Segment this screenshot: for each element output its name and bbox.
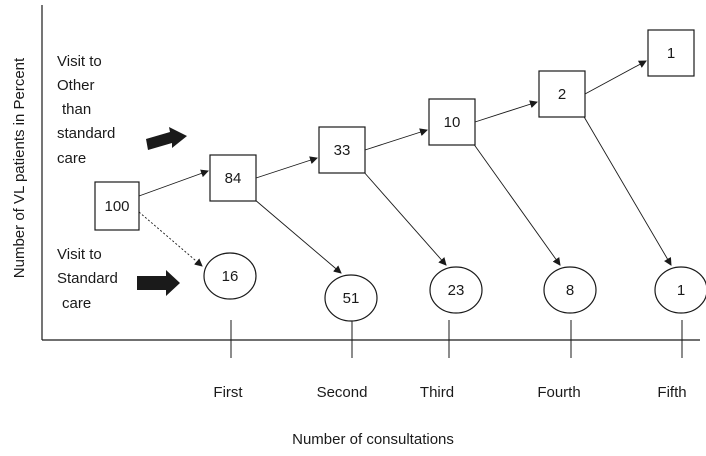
legend-other-line-5: care (57, 150, 86, 167)
legend-other-line-1: Visit to (57, 53, 102, 70)
arrow-start-to-standard-1 (138, 211, 203, 267)
standard-care-node-3-value: 23 (448, 282, 465, 299)
other-care-node-4-box (538, 70, 586, 118)
other-care-node-1-value: 84 (225, 170, 242, 187)
legend-standard-care: Visit to Standard care (57, 246, 180, 312)
legend-other-line-4: standard (57, 125, 115, 142)
other-care-node-5-box (647, 29, 695, 77)
arrow-start-to-other-1 (138, 169, 209, 197)
stage-label-3: Third (420, 384, 454, 401)
connector-arrows (138, 60, 672, 274)
y-axis-label: Number of VL patients in Percent (11, 57, 28, 278)
stage-label-5: Fifth (657, 384, 686, 401)
other-care-node-3-value: 10 (444, 114, 461, 131)
other-care-node-4-value: 2 (558, 86, 566, 103)
other-care-node-3-box (428, 98, 476, 146)
other-care-node-5-value: 1 (667, 45, 675, 62)
stage-label-1: First (213, 384, 243, 401)
start-node-box (94, 181, 140, 231)
legend-standard-arrow-icon (137, 270, 180, 296)
x-axis-label: Number of consultations (292, 431, 454, 448)
legend-other-line-2: Other (57, 77, 95, 94)
standard-care-node-1-value: 16 (222, 268, 239, 285)
legend-standard-line-1: Visit to (57, 246, 102, 263)
other-care-node-2-value: 33 (334, 142, 351, 159)
nodes: 100 84 33 10 2 1 16 51 23 8 1 (94, 29, 706, 322)
legend-other-arrow-icon (146, 127, 187, 150)
standard-care-node-3-circle (429, 266, 483, 314)
standard-care-node-5-value: 1 (677, 282, 685, 299)
arrow-other-1-to-other-2 (255, 156, 318, 179)
arrow-other-4-to-other-5 (584, 60, 647, 95)
standard-care-node-4-value: 8 (566, 282, 574, 299)
arrow-other-3-to-other-4 (474, 100, 538, 123)
legend-other-care: Visit to Other than standard care (57, 53, 187, 167)
start-node-value: 100 (104, 198, 129, 215)
arrow-other-2-to-standard-3 (362, 170, 447, 266)
arrow-other-4-to-standard-5 (582, 114, 672, 266)
arrow-other-1-to-standard-2 (253, 198, 342, 274)
stage-label-4: Fourth (537, 384, 580, 401)
standard-care-node-1-circle (203, 252, 257, 300)
arrow-other-2-to-other-3 (364, 128, 428, 151)
standard-care-node-2-value: 51 (343, 290, 360, 307)
other-care-node-2-box (318, 126, 366, 174)
other-care-node-1-box (209, 154, 257, 202)
arrow-other-3-to-standard-4 (472, 142, 561, 266)
standard-care-node-4-circle (543, 266, 597, 314)
legend-other-line-3: than (62, 101, 91, 118)
legend-standard-line-3: care (62, 295, 91, 312)
stage-label-2: Second (317, 384, 368, 401)
legend-standard-line-2: Standard (57, 270, 118, 287)
standard-care-node-5-circle (654, 266, 706, 314)
standard-care-node-2-circle (324, 274, 378, 322)
stage-ticks: First Second Third Fourth Fifth (213, 320, 687, 401)
